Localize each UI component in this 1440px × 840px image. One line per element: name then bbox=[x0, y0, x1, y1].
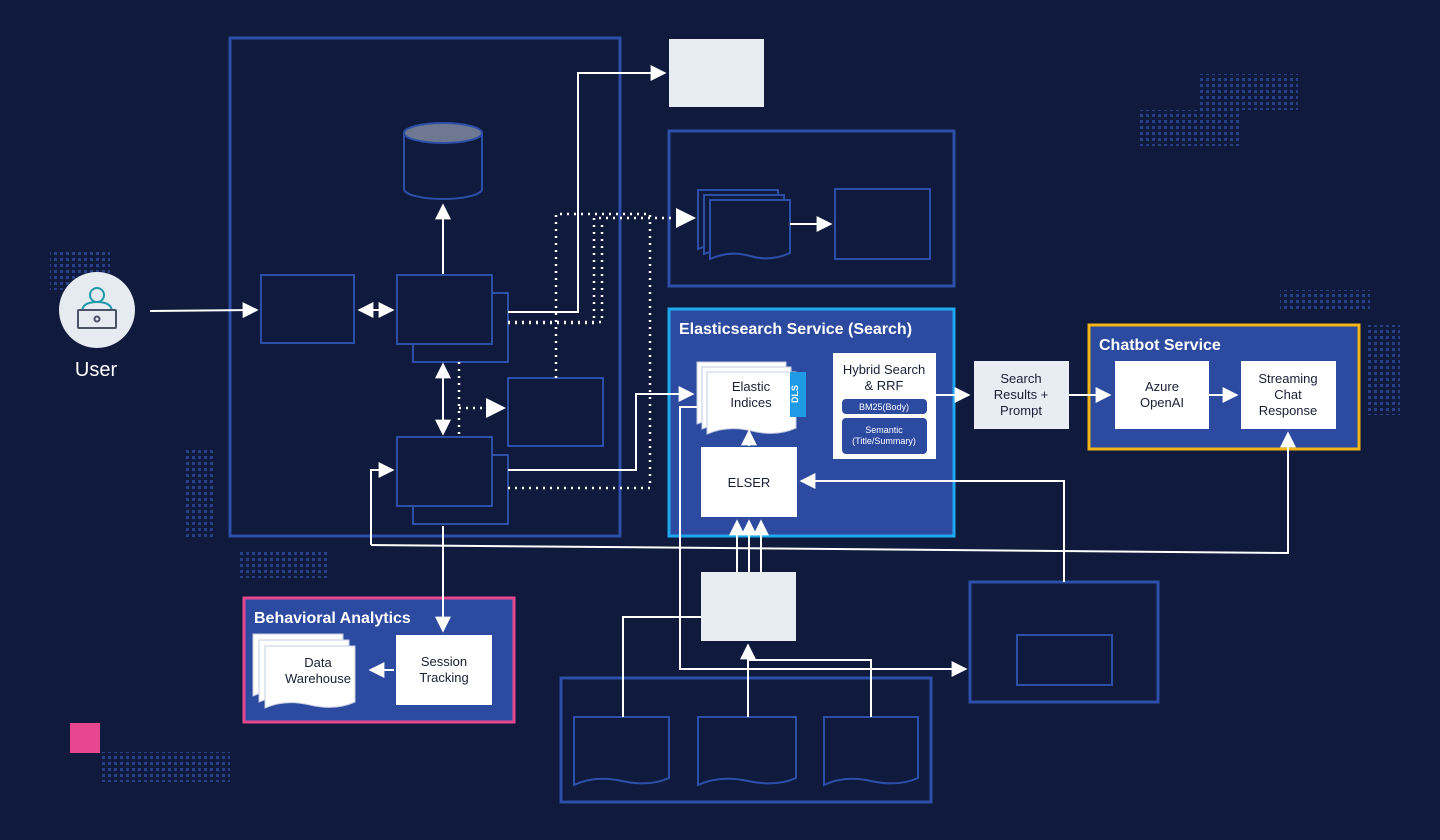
dotted-connectors bbox=[457, 208, 696, 490]
bm25-pill bbox=[842, 399, 927, 414]
session-tracking-label-2: Tracking bbox=[419, 670, 468, 685]
ingestion-frame bbox=[667, 129, 956, 288]
user-label: User bbox=[75, 359, 118, 381]
azure-openai-label-2: OpenAI bbox=[1140, 395, 1184, 410]
backend-box bbox=[396, 436, 493, 507]
source-doc-2 bbox=[697, 716, 797, 787]
bm25-label: BM25(Body) bbox=[859, 402, 909, 412]
elser-box bbox=[701, 447, 797, 517]
search-results-label-3: Prompt bbox=[1000, 403, 1042, 418]
dls-tag bbox=[790, 372, 806, 417]
top-light-box bbox=[669, 39, 764, 107]
search-results-label-1: Search bbox=[1000, 371, 1041, 386]
decorative-pink-square bbox=[70, 723, 100, 753]
streaming-chat-label-3: Response bbox=[1259, 403, 1318, 418]
session-tracking-label-1: Session bbox=[421, 654, 467, 669]
streaming-chat-label-2: Chat bbox=[1274, 387, 1302, 402]
app-frame bbox=[228, 36, 622, 538]
hybrid-search-label-1: Hybrid Search bbox=[843, 362, 925, 377]
model-inner-box bbox=[1016, 634, 1113, 686]
user-avatar bbox=[59, 272, 135, 348]
source-doc-1 bbox=[573, 716, 670, 787]
semantic-label-2: (Title/Summary) bbox=[852, 436, 916, 446]
data-warehouse-label-1: Data bbox=[304, 655, 332, 670]
database-cylinder bbox=[403, 122, 483, 200]
data-warehouse-stack bbox=[252, 633, 356, 709]
streaming-chat-label-1: Streaming bbox=[1258, 371, 1317, 386]
dls-label: DLS bbox=[790, 385, 800, 403]
source-doc-3 bbox=[823, 716, 919, 787]
elasticsearch-title: Elasticsearch Service (Search) bbox=[679, 321, 912, 338]
hybrid-search-label-2: & RRF bbox=[865, 378, 904, 393]
solid-connectors bbox=[149, 65, 1296, 717]
connector-light-box bbox=[701, 572, 796, 641]
data-warehouse-label-2: Warehouse bbox=[285, 671, 351, 686]
search-results-box bbox=[974, 361, 1069, 429]
elastic-indices-label-1: Elastic bbox=[732, 379, 771, 394]
semantic-label-1: Semantic bbox=[865, 425, 903, 435]
doc-stack-ingestion bbox=[697, 189, 791, 261]
azure-openai-box bbox=[1115, 361, 1209, 429]
sources-frame bbox=[559, 676, 933, 804]
semantic-pill bbox=[842, 418, 927, 454]
decorative-texture bbox=[50, 74, 1400, 782]
elastic-indices-stack bbox=[696, 361, 806, 435]
azure-openai-label-1: Azure bbox=[1145, 379, 1179, 394]
elser-label: ELSER bbox=[728, 475, 771, 490]
search-results-label-2: Results + bbox=[994, 387, 1049, 402]
frontend-box bbox=[260, 274, 355, 344]
elastic-indices-label-2: Indices bbox=[730, 395, 772, 410]
ingestion-target-box bbox=[834, 188, 931, 260]
worker-small-box bbox=[507, 377, 604, 447]
api-box bbox=[396, 274, 493, 345]
behavioral-title: Behavioral Analytics bbox=[254, 610, 411, 627]
session-tracking-box bbox=[396, 635, 492, 705]
streaming-chat-box bbox=[1241, 361, 1336, 429]
chatbot-title: Chatbot Service bbox=[1099, 337, 1221, 354]
user-laptop-icon bbox=[77, 287, 117, 329]
